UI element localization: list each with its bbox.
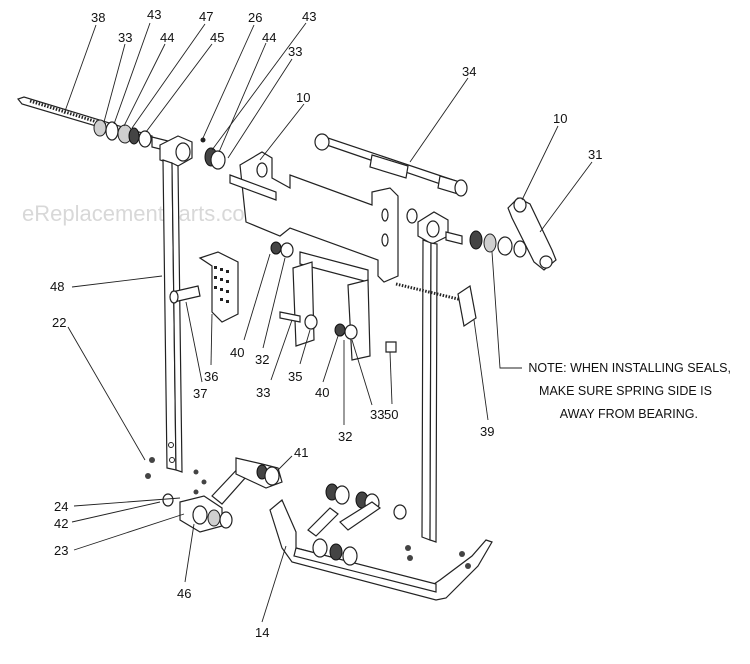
stud-and-plate — [395, 282, 477, 328]
callout-35: 35 — [288, 369, 302, 384]
callout-47: 47 — [199, 9, 213, 24]
callout-43: 43 — [302, 9, 316, 24]
callout-36: 36 — [204, 369, 218, 384]
callout-10: 10 — [296, 90, 310, 105]
callout-labels: 38 33 43 44 47 45 26 43 44 33 34 10 10 3… — [50, 7, 602, 640]
callout-39: 39 — [480, 424, 494, 439]
note-line-3: AWAY FROM BEARING. — [560, 407, 698, 421]
callout-31: 31 — [588, 147, 602, 162]
frame-bracket — [229, 151, 399, 283]
callout-33: 33 — [370, 407, 384, 422]
callout-48: 48 — [50, 279, 64, 294]
callout-26: 26 — [248, 10, 262, 25]
callout-44: 44 — [262, 30, 276, 45]
callout-50: 50 — [384, 407, 398, 422]
shaft — [314, 133, 468, 197]
bracket-plate — [198, 251, 239, 323]
callout-33: 33 — [118, 30, 132, 45]
callout-34: 34 — [462, 64, 476, 79]
callout-46: 46 — [177, 586, 191, 601]
callout-33: 33 — [288, 44, 302, 59]
callout-33: 33 — [256, 385, 270, 400]
watermark-text: eReplacementParts.com — [22, 201, 263, 226]
callout-14: 14 — [255, 625, 269, 640]
callout-40: 40 — [230, 345, 244, 360]
callout-42: 42 — [54, 516, 68, 531]
callout-10: 10 — [553, 111, 567, 126]
callout-41: 41 — [294, 445, 308, 460]
right-lever-arm — [406, 208, 527, 543]
left-lever-arm — [159, 135, 193, 473]
callout-37: 37 — [193, 386, 207, 401]
callout-23: 23 — [54, 543, 68, 558]
small-link — [507, 197, 557, 271]
callout-24: 24 — [54, 499, 68, 514]
center-bracket — [270, 241, 397, 361]
lower-left-pedal-assembly — [145, 457, 283, 533]
callout-43: 43 — [147, 7, 161, 22]
callout-38: 38 — [91, 10, 105, 25]
callout-44: 44 — [160, 30, 174, 45]
callout-40: 40 — [315, 385, 329, 400]
installation-note: NOTE: WHEN INSTALLING SEALS, MAKE SURE S… — [528, 361, 731, 421]
callout-32: 32 — [338, 429, 352, 444]
callout-22: 22 — [52, 315, 66, 330]
callout-32: 32 — [255, 352, 269, 367]
note-line-1: NOTE: WHEN INSTALLING SEALS, — [528, 361, 731, 375]
pedal-frame — [269, 483, 493, 601]
callout-45: 45 — [210, 30, 224, 45]
pin — [169, 285, 201, 304]
leader-lines — [63, 22, 593, 623]
note-line-2: MAKE SURE SPRING SIDE IS — [539, 384, 712, 398]
threaded-rod-assembly — [16, 96, 226, 170]
